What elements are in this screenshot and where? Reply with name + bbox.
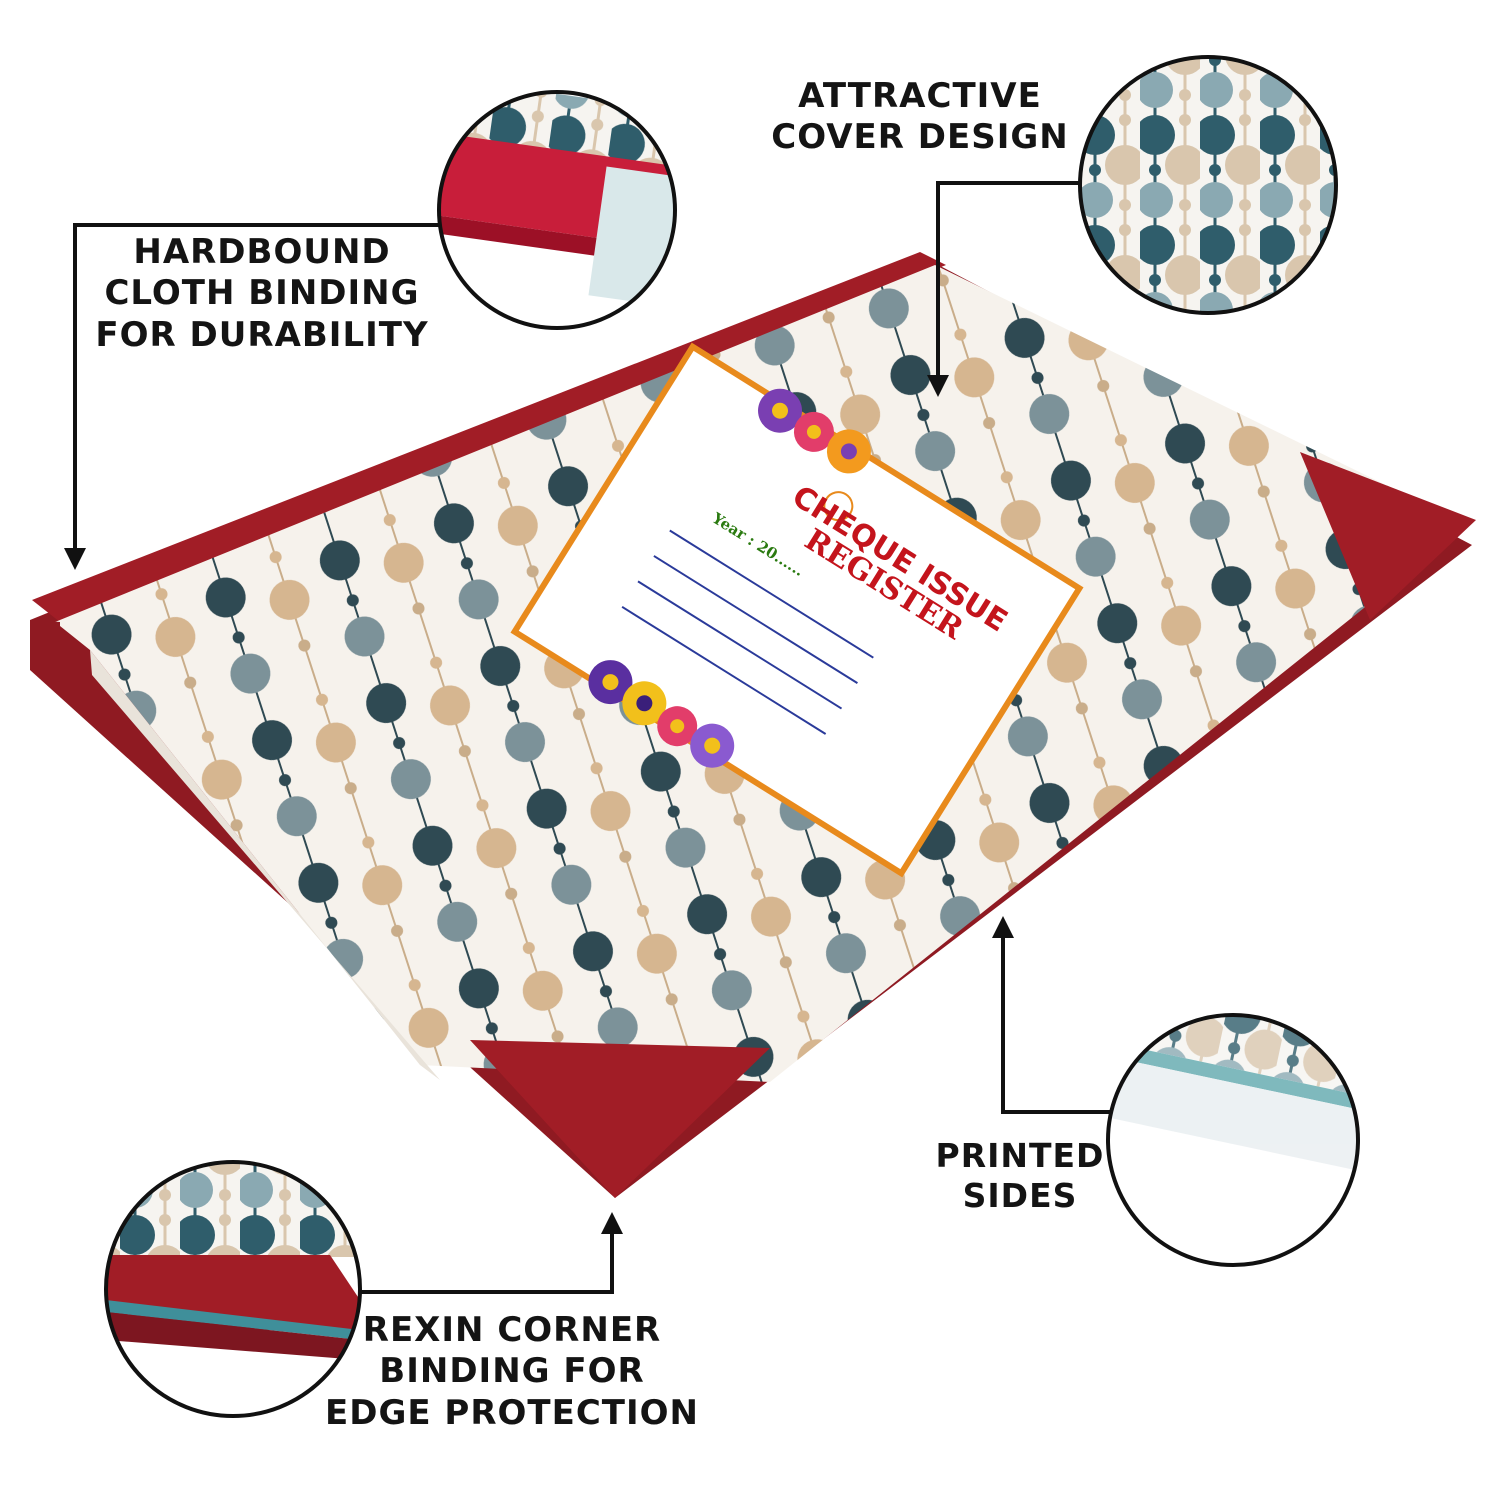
book-spine-binding (32, 252, 946, 622)
callout-cover-design-text: ATTRACTIVE COVER DESIGN (760, 76, 1080, 159)
zoom-circle-cover-design (1078, 55, 1338, 315)
callout-line: HARDBOUND (133, 232, 391, 272)
publisher-logo-icon (823, 491, 854, 522)
callout-line: BINDING FOR (379, 1351, 645, 1392)
callout-line: SIDES (962, 1176, 1078, 1216)
callout-line: COVER DESIGN (771, 117, 1069, 158)
callout-connectors (64, 181, 1111, 1294)
cover-label: CHEQUE ISSUE REGISTER Year : 20...... (510, 342, 1084, 878)
spine-edge (30, 620, 60, 680)
callout-line: PRINTED (935, 1136, 1105, 1175)
zoom-circle-printed-sides (1106, 1013, 1360, 1267)
callout-hardbound-text: HARDBOUND CLOTH BINDING FOR DURABILITY (82, 232, 442, 356)
connector-hardbound (73, 223, 439, 556)
rexin-corner-bottom (470, 1040, 770, 1198)
callout-line: EDGE PROTECTION (325, 1392, 699, 1433)
connector-cover (936, 181, 1080, 383)
cover-writing-line (669, 529, 874, 659)
arrow-up-icon (601, 1212, 623, 1234)
callout-line: ATTRACTIVE (798, 76, 1042, 116)
flower-decoration-bottom (588, 660, 735, 768)
arrow-down-icon (64, 548, 86, 570)
flower-decoration-top (758, 388, 871, 474)
callout-rexin-corner-text: REXIN CORNER BINDING FOR EDGE PROTECTION (322, 1310, 702, 1434)
connector-rexin (358, 1226, 614, 1294)
rexin-corner-right (1300, 452, 1476, 620)
connector-printed (1001, 930, 1111, 1114)
zoom-circle-rexin-corner (104, 1160, 362, 1418)
arrow-up-icon (992, 916, 1014, 938)
arrow-down-icon (927, 375, 949, 397)
cover-writing-line (653, 555, 858, 684)
cover-writing-line (637, 580, 843, 710)
callout-printed-sides-text: PRINTED SIDES (925, 1136, 1115, 1217)
callout-line: CLOTH BINDING (104, 273, 420, 314)
callout-line: REXIN CORNER (362, 1310, 662, 1350)
callout-line: FOR DURABILITY (95, 314, 429, 355)
cover-writing-line (621, 605, 827, 735)
zoom-circle-hardbound (437, 90, 677, 330)
